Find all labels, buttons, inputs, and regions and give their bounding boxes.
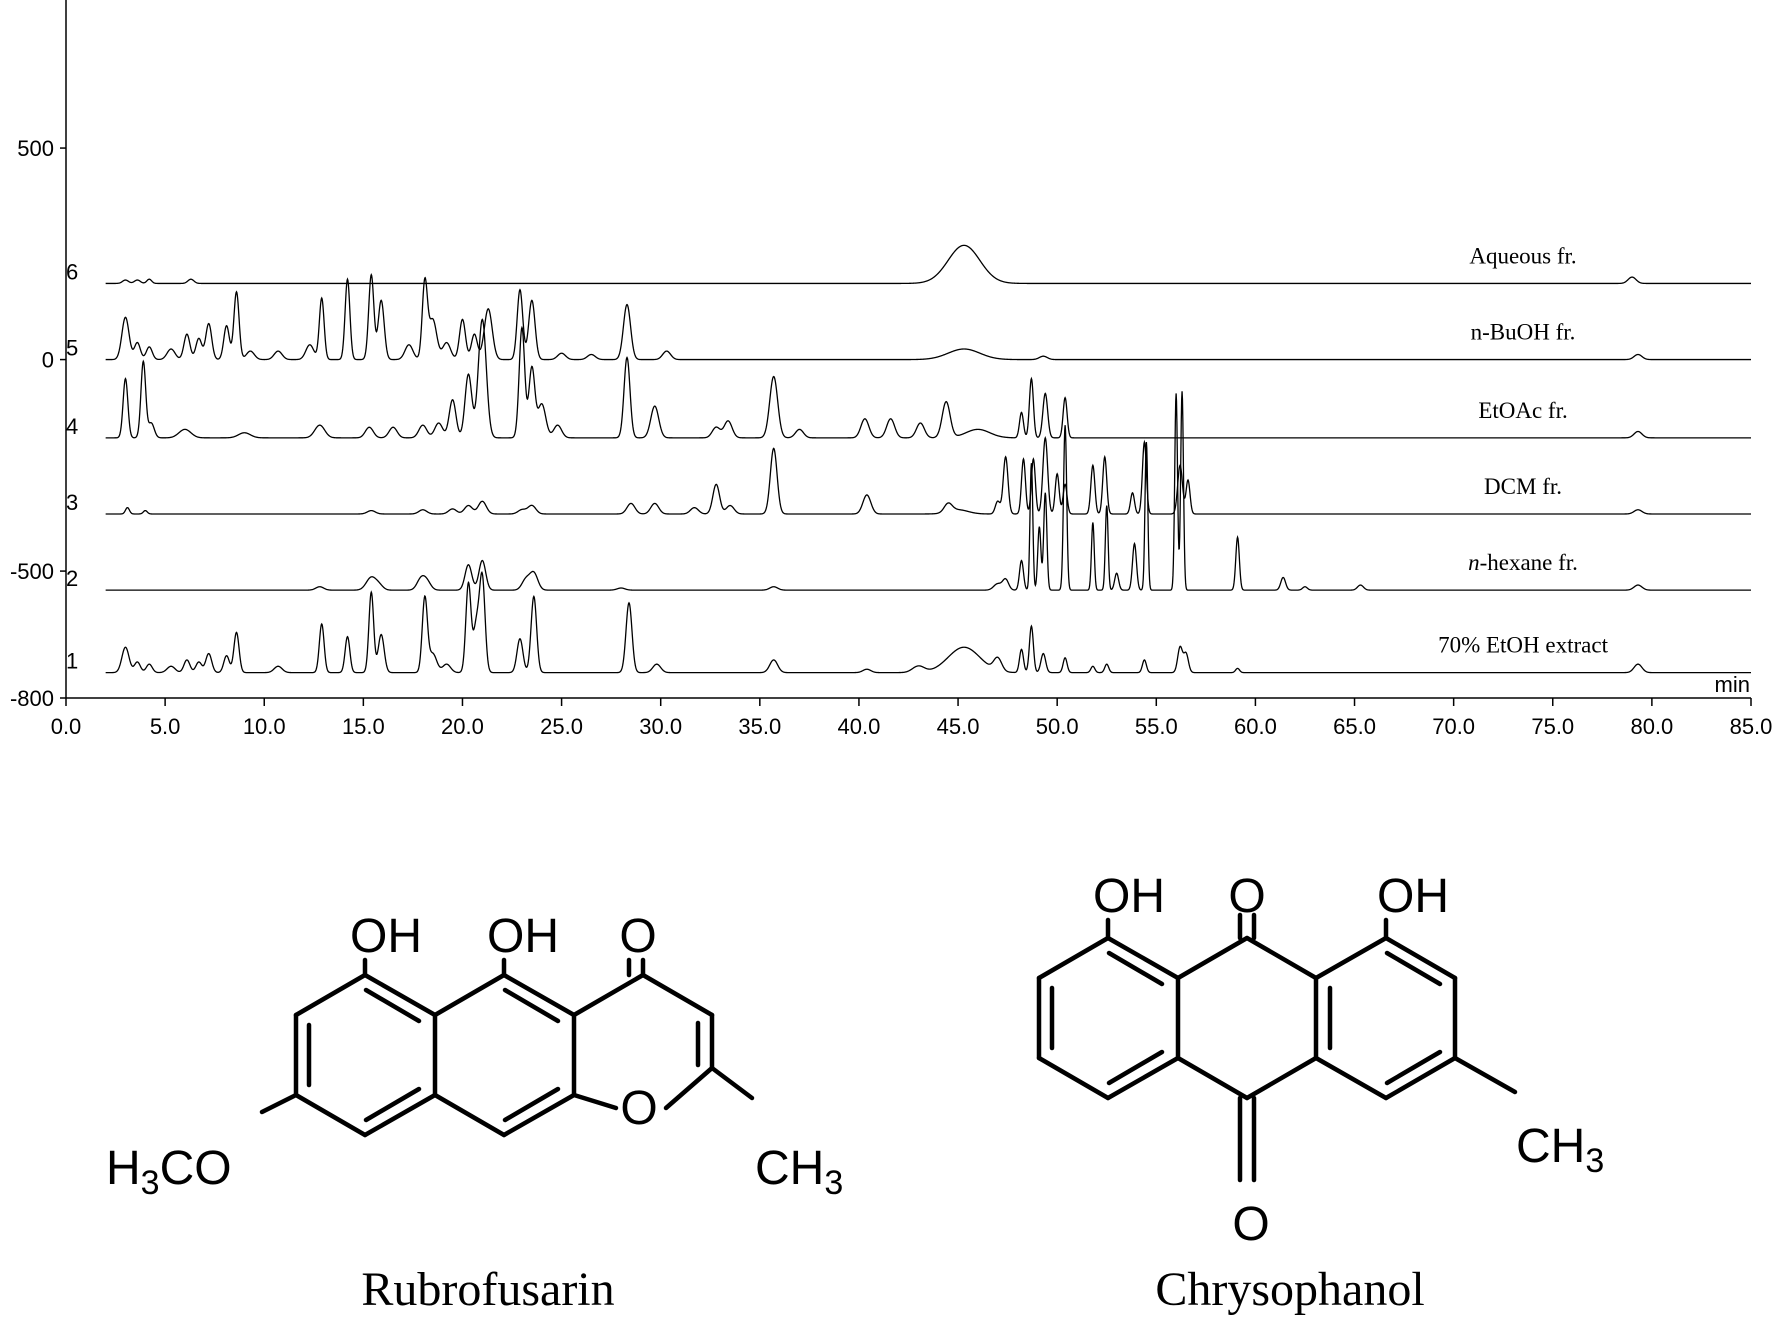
x-tick-label-7: 35.0 <box>738 714 781 739</box>
x-tick-label-15: 75.0 <box>1531 714 1574 739</box>
x-tick-label-16: 80.0 <box>1630 714 1673 739</box>
rubrofusarin-keto-o: O <box>619 910 656 963</box>
y-tick-label-2: -500 <box>10 559 54 584</box>
chrysophanol-name: Chrysophanol <box>1155 1263 1424 1316</box>
y-tick-label-1: 0 <box>42 348 54 373</box>
rubrofusarin-methoxy: H3CO <box>106 1142 232 1202</box>
x-tick-label-4: 20.0 <box>441 714 484 739</box>
rubrofusarin-structure: OH OH O O H3CO CH3 Rubrofusarin <box>106 910 843 1316</box>
trace-3 <box>105 435 1751 515</box>
trace-label-3: DCM fr. <box>1484 474 1562 499</box>
x-tick-label-5: 25.0 <box>540 714 583 739</box>
trace-5 <box>105 273 1751 361</box>
x-tick-label-1: 5.0 <box>150 714 181 739</box>
trace-label-5: n-BuOH fr. <box>1471 320 1576 345</box>
x-tick-label-9: 45.0 <box>937 714 980 739</box>
trace-number-5: 5 <box>66 336 78 361</box>
x-tick-label-14: 70.0 <box>1432 714 1475 739</box>
trace-label-1: 70% EtOH extract <box>1438 633 1608 658</box>
traces: 6 Aqueous fr. 5 n-BuOH fr. 4 EtOAc fr. 3 DCM fr… <box>66 243 1751 674</box>
chrysophanol-o-bottom: O <box>1232 1198 1269 1251</box>
rubrofusarin-oh-1: OH <box>350 910 422 963</box>
y-tick-label-0: 500 <box>17 136 54 161</box>
chrysophanol-methyl: CH3 <box>1516 1120 1604 1180</box>
chrysophanol-structure: OH O OH O CH3 Chrysophanol <box>1036 870 1604 1316</box>
chrysophanol-o-top: O <box>1228 870 1265 923</box>
trace-number-6: 6 <box>66 259 78 284</box>
trace-2 <box>105 391 1751 591</box>
y-tick-label-3: -800 <box>10 686 54 711</box>
x-tick-label-12: 60.0 <box>1234 714 1277 739</box>
trace-label-4: EtOAc fr. <box>1478 398 1567 423</box>
trace-number-3: 3 <box>66 490 78 515</box>
x-tick-label-11: 55.0 <box>1135 714 1178 739</box>
trace-label-6: Aqueous fr. <box>1469 243 1576 268</box>
x-tick-label-8: 40.0 <box>838 714 881 739</box>
rubrofusarin-oh-2: OH <box>487 910 559 963</box>
trace-number-2: 2 <box>66 566 78 591</box>
trace-6 <box>105 244 1751 285</box>
chrysophanol-oh-1: OH <box>1093 870 1165 923</box>
trace-1 <box>105 571 1751 674</box>
x-ticks: 0.0 5.0 10.0 15.0 20.0 25.0 30.0 35.0 40.0 45.0 50… <box>51 698 1773 739</box>
x-tick-label-0: 0.0 <box>51 714 82 739</box>
rubrofusarin-methyl: CH3 <box>755 1142 843 1202</box>
trace-4 <box>105 318 1751 439</box>
y-ticks: 500 0 -500 -800 <box>10 136 66 711</box>
x-tick-label-3: 15.0 <box>342 714 385 739</box>
trace-number-1: 1 <box>66 649 78 674</box>
rubrofusarin-ring-o: O <box>620 1082 657 1135</box>
chrysophanol-oh-2: OH <box>1377 870 1449 923</box>
x-tick-label-2: 10.0 <box>243 714 286 739</box>
x-axis-unit-label: min <box>1715 672 1750 697</box>
x-tick-label-17: 85.0 <box>1730 714 1773 739</box>
x-tick-label-6: 30.0 <box>639 714 682 739</box>
chromatogram: 0.0 5.0 10.0 15.0 20.0 25.0 30.0 35.0 40.0 45.0 50… <box>10 0 1772 739</box>
x-tick-label-10: 50.0 <box>1036 714 1079 739</box>
x-tick-label-13: 65.0 <box>1333 714 1376 739</box>
trace-label-2: n-hexane fr. <box>1468 550 1578 575</box>
trace-number-4: 4 <box>66 414 78 439</box>
rubrofusarin-name: Rubrofusarin <box>361 1263 614 1316</box>
